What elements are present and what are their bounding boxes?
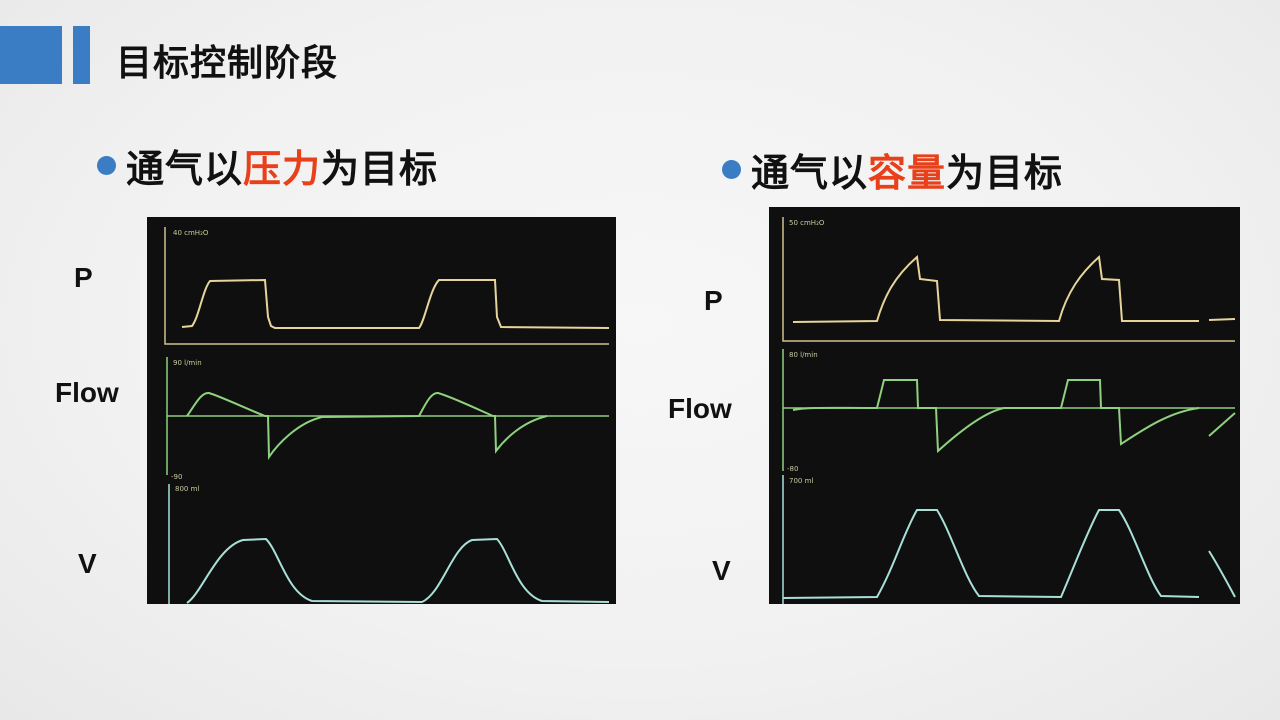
pressure-control-waveform-image: 40 cmH₂O 90 l/min -90 800 ml [147,217,616,604]
right-flow-min-label: -80 [787,465,798,473]
left-bullet-text: 通气以压力为目标 [126,138,438,193]
left-label-v: V [78,548,97,579]
left-volume-trace [186,537,610,604]
right-bullet: 通气以容量为目标 [722,142,1063,197]
left-bullet-highlight: 压力 [243,147,322,191]
left-volume-scale-label: 800 ml [175,485,199,493]
right-bullet-prefix: 通气以 [751,151,869,195]
right-label-flow: Flow [668,393,732,424]
left-pressure-trace [181,278,610,329]
left-bullet-suffix: 为目标 [321,147,439,191]
left-waveform-svg: 40 cmH₂O 90 l/min -90 800 ml [164,227,610,604]
right-bullet-suffix: 为目标 [946,151,1064,195]
right-bullet-highlight: 容量 [868,151,947,195]
left-flow-trace [186,392,548,461]
volume-control-waveform-image: 50 cmH₂O 80 l/min -80 700 ml [769,207,1240,604]
left-label-p: P [74,262,93,293]
left-bullet: 通气以压力为目标 [97,138,438,193]
slide-title: 目标控制阶段 [116,43,339,84]
left-pressure-scale-label: 40 cmH₂O [173,229,209,237]
right-label-v: V [712,555,731,586]
left-bullet-prefix: 通气以 [126,147,244,191]
title-accent-block [0,26,62,84]
right-pressure-scale-label: 50 cmH₂O [789,219,825,227]
right-label-p: P [704,285,723,316]
title-accent-bar [73,26,90,84]
right-pressure-axis [782,217,1235,342]
bullet-dot-icon [722,160,741,179]
right-pressure-trace [792,255,1236,323]
right-flow-trace [792,379,1236,454]
right-bullet-text: 通气以容量为目标 [751,142,1063,197]
left-flow-max-label: 90 l/min [173,359,202,367]
left-pressure-axis [164,227,609,345]
right-flow-max-label: 80 l/min [789,351,818,359]
left-flow-min-label: -90 [171,473,182,481]
right-waveform-svg: 50 cmH₂O 80 l/min -80 700 ml [782,217,1236,604]
left-label-flow: Flow [55,377,119,408]
right-volume-trace [782,509,1236,599]
right-volume-scale-label: 700 ml [789,477,813,485]
bullet-dot-icon [97,156,116,175]
